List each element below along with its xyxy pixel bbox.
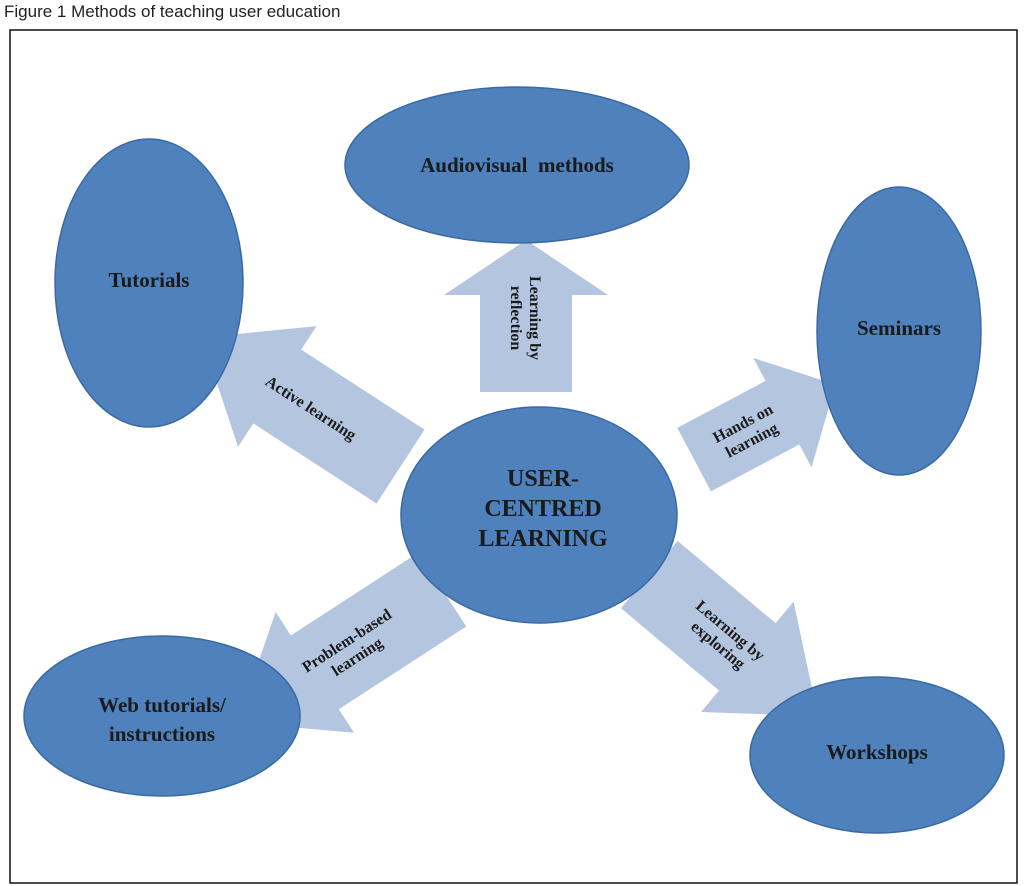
node-label-web-line-1: Web tutorials/ [98, 693, 227, 717]
center-label-line-3: LEARNING [478, 526, 608, 552]
node-label-workshops: Workshops [826, 740, 928, 764]
node-workshops: Workshops [749, 676, 1005, 834]
arrow-problem-based-learning: Problem-based learning [237, 552, 467, 733]
node-user-centred-learning: USER- CENTRED LEARNING [400, 406, 678, 624]
arrow-learning-by-reflection: Learning by reflection [444, 240, 608, 392]
arrow-label-reflection-line-2: reflection [507, 286, 524, 351]
node-label-audiovisual: Audiovisual methods [420, 153, 614, 177]
arrow-label-reflection-line-1: Learning by [526, 276, 543, 360]
arrow-hands-on-learning: Hands on learning [677, 357, 836, 492]
node-label-seminars: Seminars [857, 316, 941, 340]
figure-caption: Figure 1 Methods of teaching user educat… [4, 2, 341, 21]
node-tutorials: Tutorials [54, 138, 244, 428]
arrow-active-learning: Active learning [201, 326, 425, 504]
node-web-tutorials: Web tutorials/ instructions [23, 635, 301, 797]
center-label-line-1: USER- [507, 466, 579, 492]
node-audiovisual-methods: Audiovisual methods [344, 86, 690, 244]
arrow-learning-by-exploring: Learning by exploring [620, 540, 818, 716]
diagram-frame [9, 29, 1018, 884]
node-label-tutorials: Tutorials [109, 268, 190, 292]
center-label-line-2: CENTRED [484, 496, 601, 522]
node-seminars: Seminars [816, 186, 982, 476]
node-label-web-line-2: instructions [109, 722, 215, 746]
